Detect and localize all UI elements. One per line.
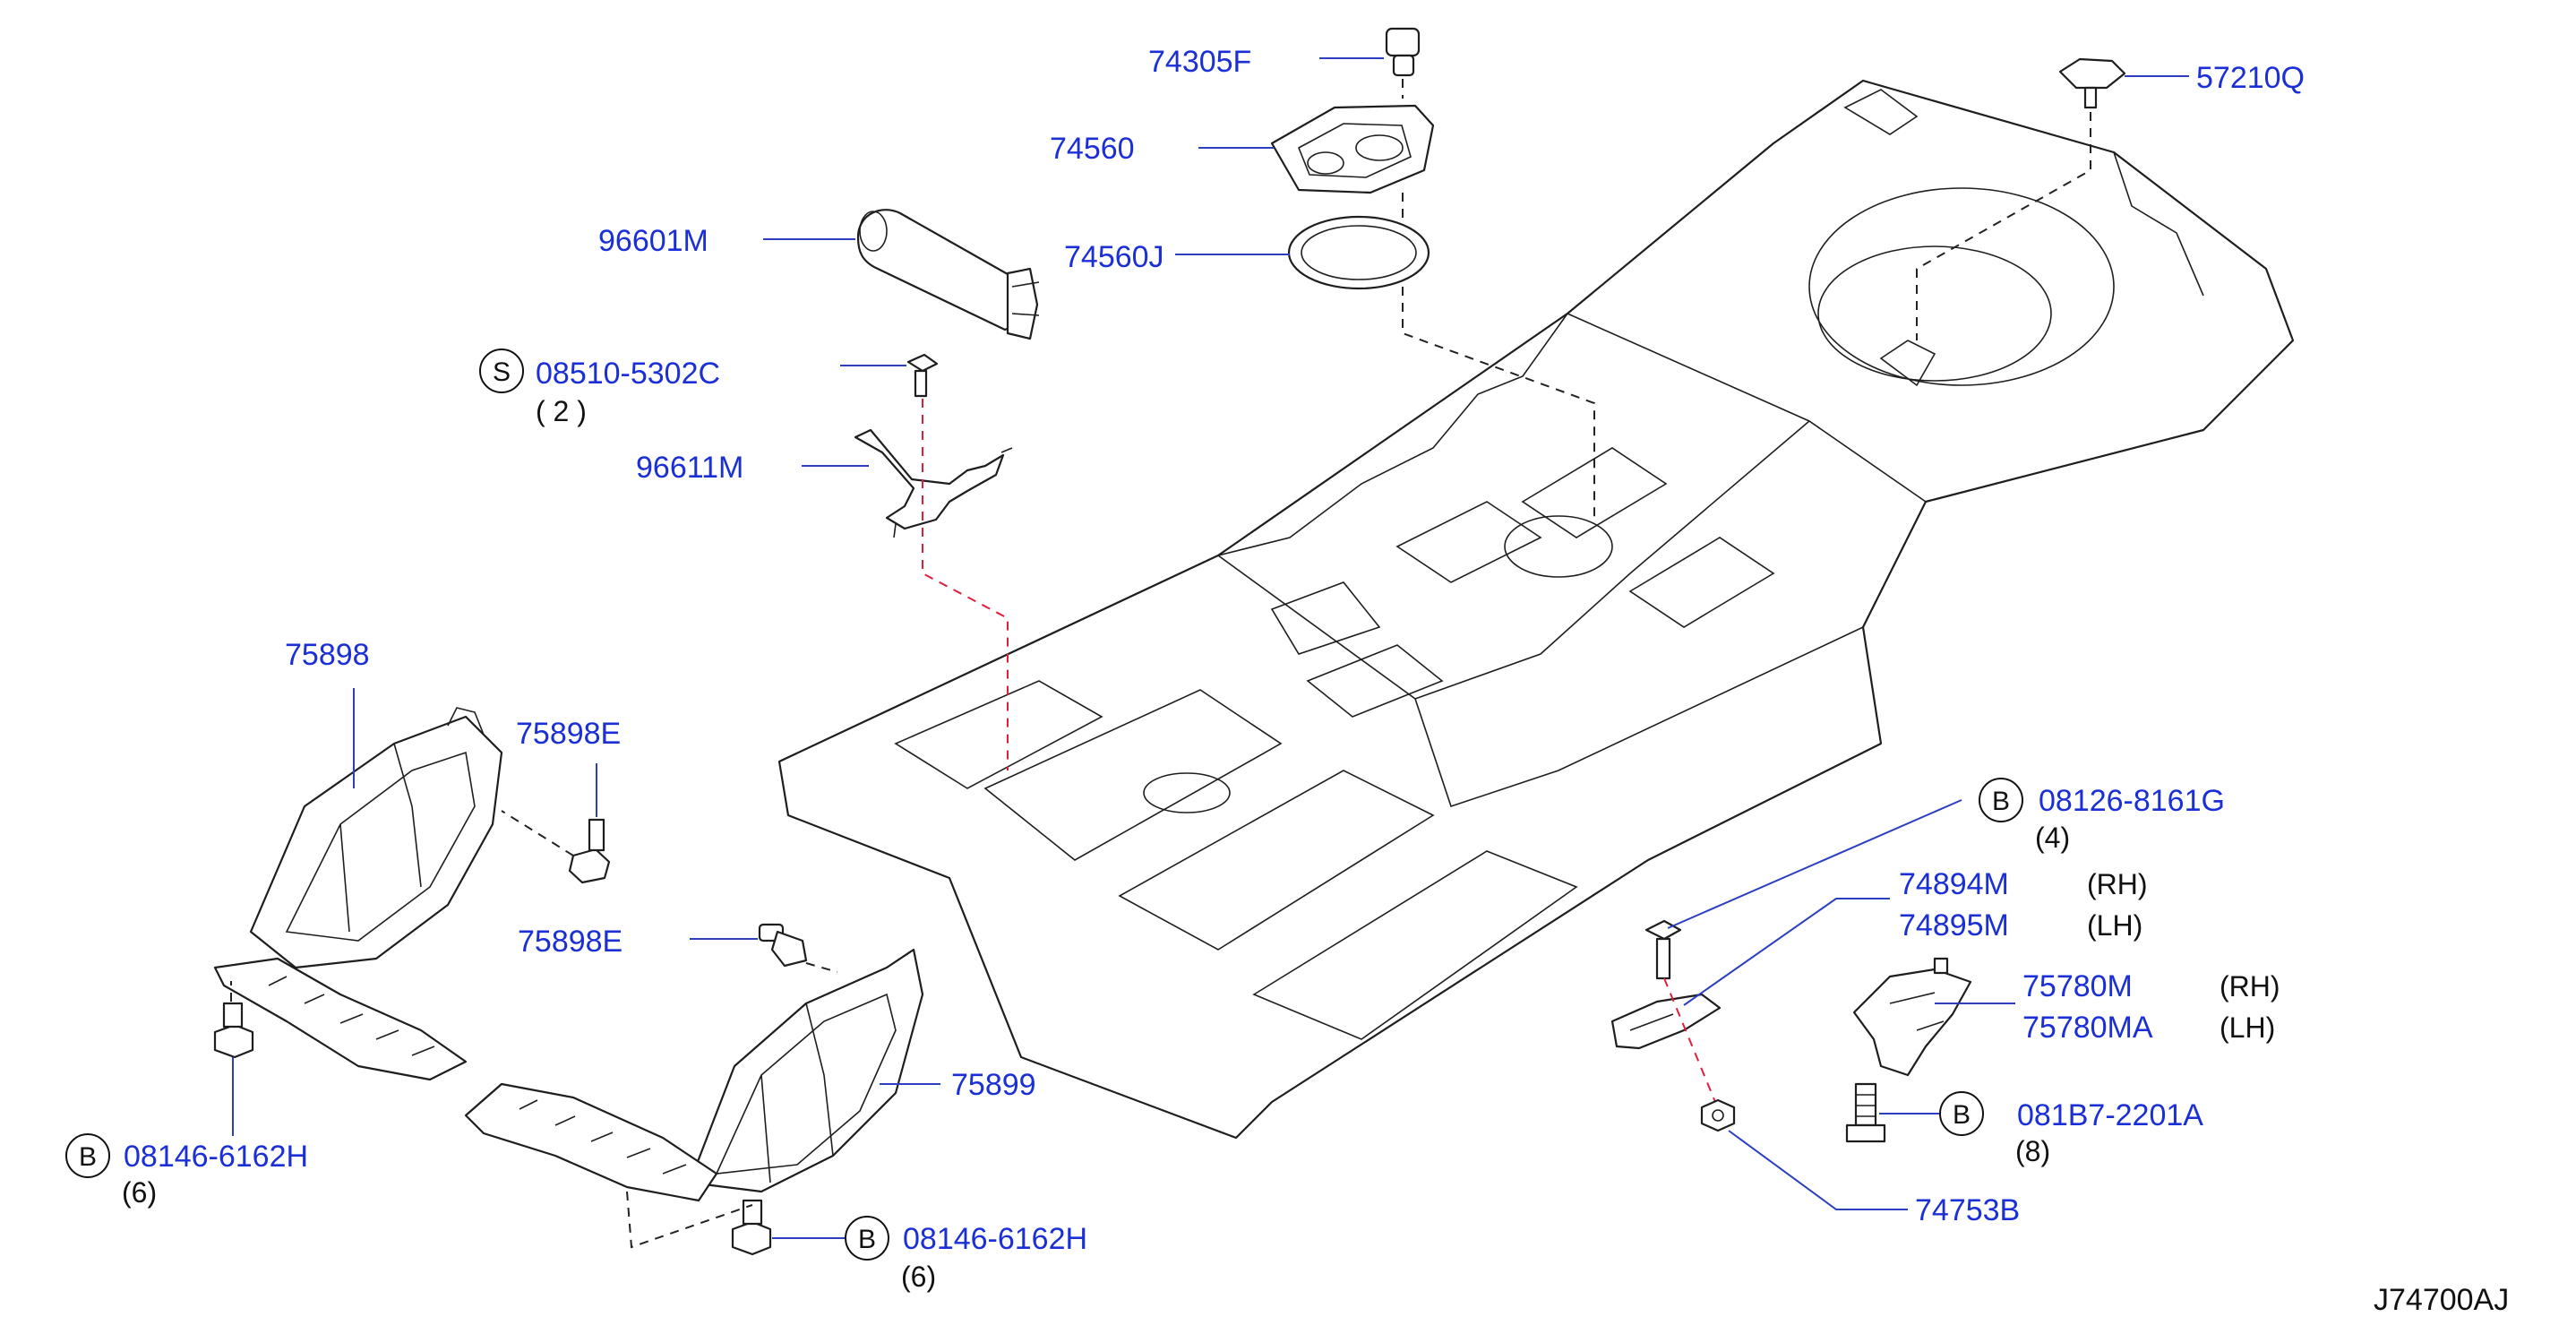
badge-s: S [479,349,524,393]
qty-08146-6162H-left: (6) [122,1176,157,1209]
label-74894M: 74894M [1899,867,2009,901]
qty-08146-6162H-bottom: (6) [901,1261,936,1293]
side-74895M: (LH) [2087,909,2142,942]
canister-96601M-drawing [856,209,1040,340]
qty-08510-5302C: ( 2 ) [536,395,587,427]
under-cover-75898-drawing [213,707,503,1081]
side-74894M: (RH) [2087,868,2148,900]
svg-text:B: B [858,1225,876,1254]
under-cover-75899-drawing [464,948,924,1202]
bolt-081B7-drawing [1845,1082,1886,1143]
bracket-74894M-drawing [1610,993,1722,1050]
side-75780M: (RH) [2220,970,2280,1003]
svg-text:B: B [1992,787,2010,816]
centerline-75898E-b [805,962,838,973]
label-96601M: 96601M [598,224,708,258]
badge-b-bottom: B [845,1216,889,1261]
diagram-code: J74700AJ [2374,1283,2509,1317]
label-74560: 74560 [1050,132,1135,166]
ring-74560J-drawing [1287,215,1430,290]
bolt-08146-bottom-drawing [731,1199,772,1256]
centerline-75898E-a [501,810,574,856]
clip-75898E-a-drawing [568,818,611,884]
centerline-74560 [1402,79,1595,520]
side-75780MA: (LH) [2220,1011,2275,1044]
label-08146-6162H-left: 08146-6162H [124,1140,308,1174]
centerline-red-upper [922,399,1009,770]
label-08146-6162H-bottom: 08146-6162H [903,1222,1087,1256]
bracket-96611M-drawing [854,428,1013,538]
label-08510-5302C: 08510-5302C [536,357,720,391]
clip-57210Q-drawing [2058,57,2126,109]
plug-74305F-drawing [1385,27,1421,77]
nut-74753B-drawing [1700,1098,1736,1132]
svg-text:B: B [1953,1100,1971,1130]
badge-b-left: B [65,1133,110,1178]
qty-08126-8161G: (4) [2035,822,2070,854]
label-75780M: 75780M [2022,969,2133,1003]
label-08126-8161G: 08126-8161G [2039,784,2225,818]
label-96611M: 96611M [636,451,743,485]
leader-08126 [1667,799,1962,929]
label-081B7-2201A: 081B7-2201A [2017,1098,2203,1132]
label-74560J: 74560J [1064,240,1164,274]
floor-panel-drawing [777,79,2295,1140]
clip-75898E-b-drawing [758,923,808,968]
label-75899: 75899 [951,1068,1036,1102]
svg-text:B: B [79,1142,97,1172]
screw-08126-drawing [1644,919,1682,980]
centerline-red-lower [1663,977,1716,1103]
plate-74560-drawing [1270,104,1435,194]
leader-74894M [1683,898,1890,1006]
label-75898E-a: 75898E [516,717,621,751]
bolt-08146-left-drawing [213,1002,254,1059]
label-75898E-b: 75898E [518,925,623,959]
bracket-75780M-drawing [1852,957,1972,1077]
label-74305F: 74305F [1148,45,1251,79]
screw-08510-drawing [906,353,939,398]
centerline-08146-bottom [626,1191,753,1249]
label-75780MA: 75780MA [2022,1011,2153,1045]
label-57210Q: 57210Q [2196,61,2305,95]
svg-text:S: S [493,357,511,387]
badge-b-081B7: B [1939,1091,1984,1136]
leader-74753B [1728,1130,1908,1210]
qty-081B7-2201A: (8) [2015,1135,2050,1167]
label-74895M: 74895M [1899,908,2009,942]
label-75898: 75898 [285,638,370,672]
label-74753B: 74753B [1915,1193,2020,1227]
centerline-57210Q [1916,112,2091,340]
badge-b-08126: B [1979,778,2023,822]
